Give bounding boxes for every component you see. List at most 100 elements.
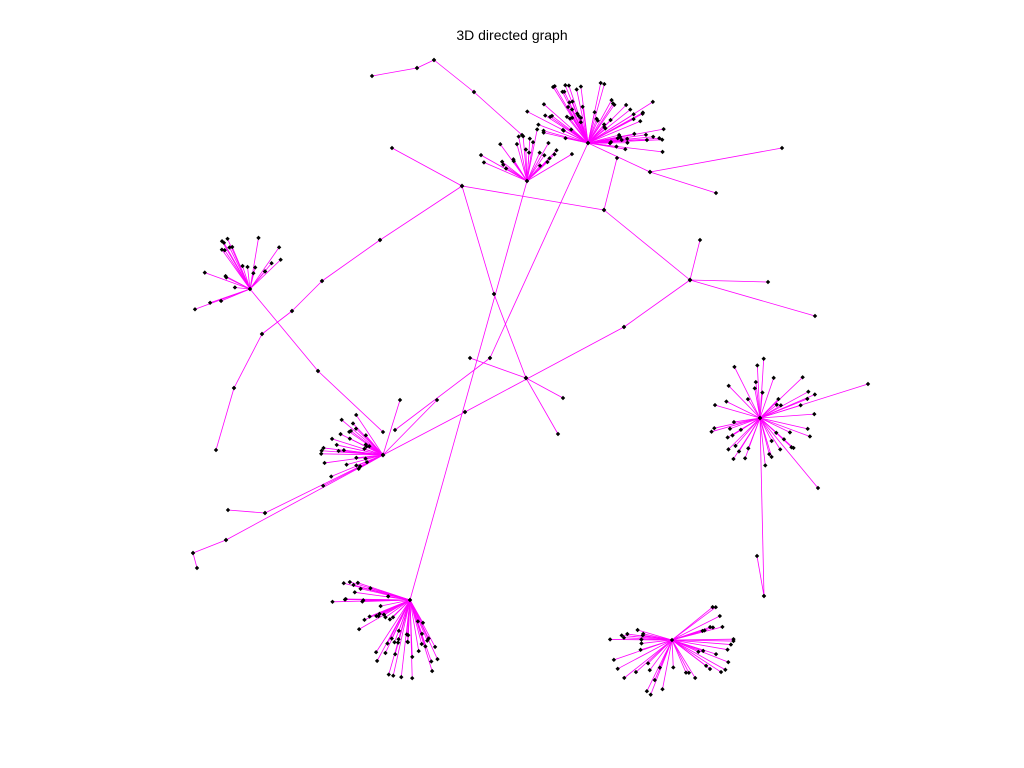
graph-edge (587, 126, 605, 144)
graph-edge (385, 599, 411, 654)
graph-node (392, 640, 397, 645)
graph-node (781, 437, 787, 442)
graph-node (608, 117, 613, 123)
graph-node (713, 651, 719, 657)
graph-node (791, 445, 796, 451)
graph-edge (587, 120, 599, 144)
graph-node (736, 449, 742, 454)
graph-node (253, 265, 258, 270)
graph-edge (518, 136, 528, 182)
graph-edge (516, 144, 528, 182)
graph-edge (355, 414, 384, 456)
graph-node (639, 641, 644, 646)
graph-node (519, 132, 525, 138)
graph-node (671, 665, 676, 670)
graph-edge (233, 333, 263, 389)
graph-node (419, 641, 424, 647)
graph-node (407, 597, 413, 603)
graph-edge (225, 454, 384, 541)
graph-edge (473, 91, 523, 136)
graph-node (570, 99, 575, 104)
graph-node (380, 452, 386, 458)
graph-edge (349, 581, 411, 601)
graph-edge (603, 209, 691, 281)
graph-node (354, 463, 359, 468)
graph-edge (469, 357, 527, 379)
graph-edge (385, 599, 411, 618)
graph-node (683, 670, 689, 675)
graph-edge (321, 239, 381, 282)
graph-node (576, 113, 581, 118)
graph-node (262, 510, 268, 516)
graph-edge (587, 101, 654, 144)
graph-edge (671, 639, 690, 673)
graph-node (732, 364, 737, 370)
graph-edge (493, 293, 527, 379)
graph-edge (689, 279, 816, 317)
graph-edge (759, 391, 809, 419)
graph-node (713, 604, 718, 610)
graph-node (511, 158, 516, 164)
graph-node (565, 104, 571, 110)
graph-edge (733, 417, 761, 423)
graph-node (625, 631, 630, 637)
graph-edge (649, 171, 717, 194)
graph-node (338, 431, 343, 437)
graph-edge (728, 417, 761, 450)
graph-node (536, 122, 541, 127)
graph-edge (409, 180, 528, 601)
graph-edge (759, 417, 773, 442)
graph-node (385, 594, 391, 599)
graph-node (223, 537, 229, 543)
graph-node (769, 454, 774, 460)
graph-node (319, 448, 324, 453)
graph-node (621, 635, 627, 640)
graph-edge (726, 401, 761, 419)
graph-node (628, 107, 633, 112)
graph-edge (603, 157, 618, 211)
graph-node (815, 485, 821, 491)
graph-node (367, 444, 372, 449)
graph-node (757, 415, 763, 421)
graph-edge (526, 155, 545, 182)
graph-node (389, 636, 394, 641)
graph-node (404, 632, 410, 637)
graph-edge (671, 639, 731, 645)
graph-node (638, 647, 643, 653)
graph-node (319, 278, 325, 284)
graph-edge (513, 160, 528, 182)
graph-node (812, 313, 818, 319)
graph-edge (392, 599, 411, 676)
graph-node (563, 135, 568, 141)
graph-edge (759, 417, 811, 437)
graph-node (621, 324, 627, 330)
graph-node (669, 637, 675, 643)
graph-edge (526, 142, 534, 182)
graph-edge (734, 366, 761, 419)
graph-node (723, 667, 728, 672)
graph-node (363, 433, 369, 438)
graph-node (687, 277, 693, 283)
graph-node (225, 236, 230, 241)
graph-node (738, 427, 744, 432)
graph-node (415, 619, 421, 624)
graph-node (348, 428, 354, 434)
graph-edge (587, 83, 605, 144)
graph-node (560, 89, 565, 94)
graph-edge (714, 404, 761, 419)
graph-edge (728, 385, 761, 419)
graph-node (574, 87, 579, 92)
graph-node (644, 137, 650, 143)
graph-node (320, 483, 326, 488)
graph-edge (526, 142, 549, 182)
graph-node (601, 207, 607, 213)
graph-node (727, 426, 733, 431)
graph-node (410, 654, 415, 660)
graph-node (602, 81, 607, 87)
graph-node (342, 597, 348, 602)
graph-node (554, 148, 559, 153)
graph-edge (264, 454, 384, 514)
graph-edge (249, 267, 256, 290)
graph-edge (759, 377, 775, 419)
graph-node (221, 240, 227, 245)
